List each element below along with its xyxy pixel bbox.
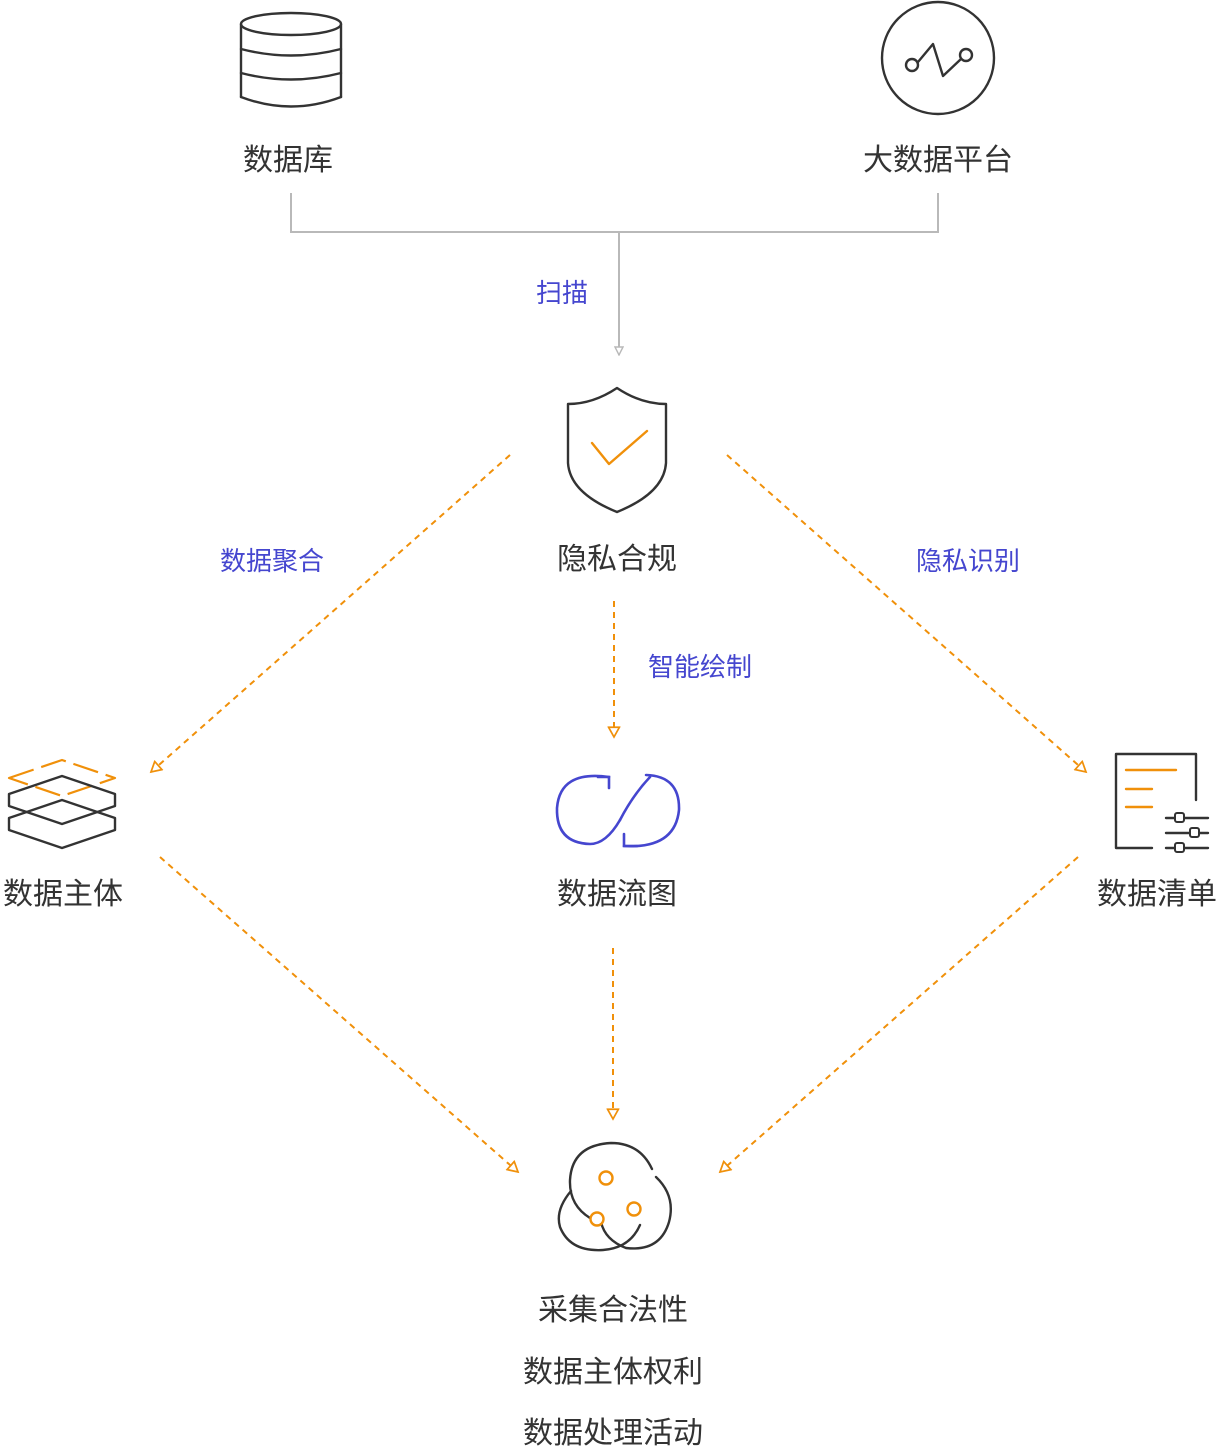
stacked-layers-icon bbox=[7, 758, 117, 850]
node-subject-label: 数据主体 bbox=[3, 877, 123, 912]
triple-swirl-icon bbox=[557, 1141, 673, 1252]
edge-aggregate-line bbox=[151, 454, 511, 772]
edge-identify-line bbox=[726, 454, 1086, 772]
dashed-edges bbox=[151, 454, 1086, 1172]
edge-inventory-outcome-line bbox=[720, 856, 1079, 1172]
node-flow-label: 数据流图 bbox=[557, 877, 677, 912]
edge-draw-label: 智能绘制 bbox=[647, 653, 753, 683]
edge-scan-label: 扫描 bbox=[535, 279, 589, 309]
outcome-line-1: 采集合法性 bbox=[538, 1293, 688, 1328]
node-bigdata-label: 大数据平台 bbox=[863, 143, 1013, 178]
outcome-line-2: 数据主体权利 bbox=[523, 1355, 703, 1390]
shield-check-icon bbox=[566, 386, 668, 514]
document-settings-icon bbox=[1114, 752, 1210, 853]
database-icon bbox=[239, 11, 343, 108]
outcome-line-3: 数据处理活动 bbox=[523, 1416, 703, 1451]
node-inventory-label: 数据清单 bbox=[1097, 877, 1217, 912]
edge-identify-label: 隐私识别 bbox=[915, 547, 1021, 577]
cycle-arrows-icon bbox=[555, 773, 681, 848]
edge-subject-outcome-line bbox=[159, 856, 518, 1172]
trend-chart-icon bbox=[880, 0, 996, 116]
scan-connector bbox=[290, 193, 939, 355]
node-privacy-label: 隐私合规 bbox=[557, 542, 677, 577]
node-database-label: 数据库 bbox=[243, 143, 333, 178]
edge-aggregate-label: 数据聚合 bbox=[219, 547, 325, 577]
